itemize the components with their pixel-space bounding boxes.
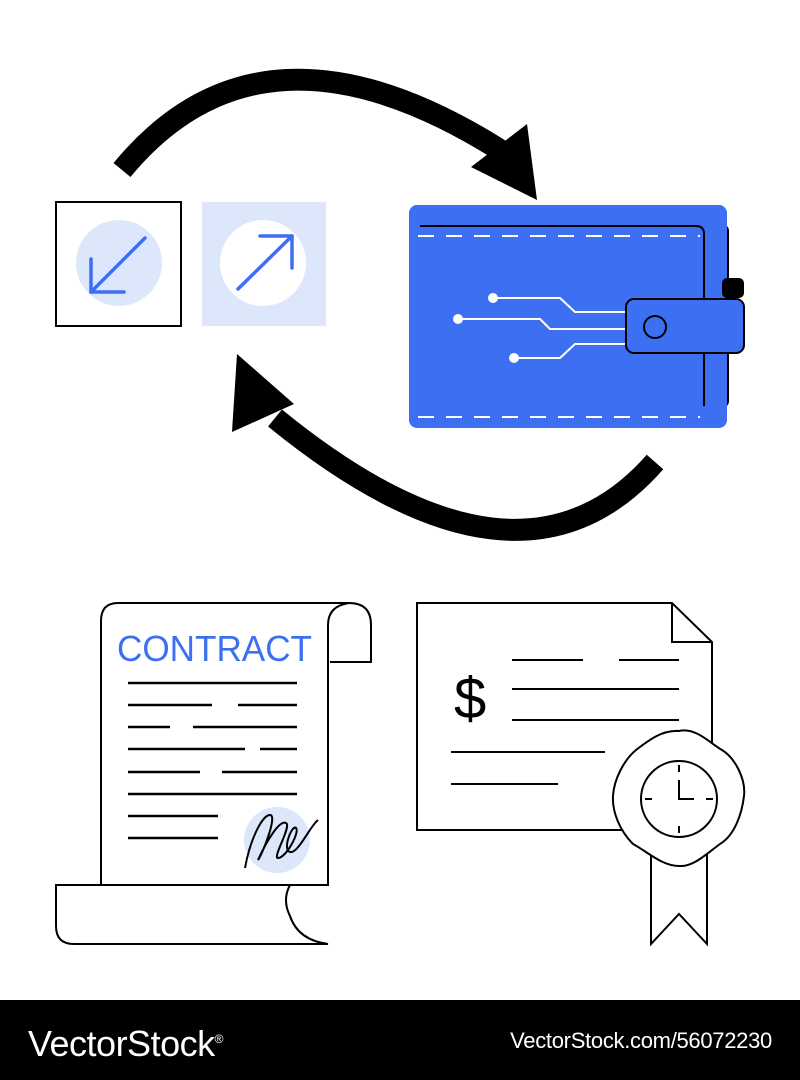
- invoice-fold: [671, 603, 712, 643]
- registered-mark: ®: [214, 1032, 224, 1046]
- digital-wallet-icon: [409, 205, 745, 428]
- illustration: CONTRACT $: [55, 68, 746, 947]
- wallet-clasp: [625, 298, 745, 354]
- scroll-top-curl: [330, 602, 372, 663]
- wallet-body: [409, 205, 727, 428]
- circuit-lines: [458, 297, 628, 359]
- outbound-arrow-box: [202, 202, 326, 326]
- footer-bar: VectorStock® VectorStock.com/56072230: [0, 1000, 800, 1080]
- contract-title: CONTRACT: [117, 628, 312, 669]
- scroll-bottom-curl: [55, 884, 329, 945]
- cycle-arc-bottom: [268, 409, 664, 541]
- image-id-label: VectorStock.com/56072230: [510, 1028, 772, 1053]
- clock-hands: [678, 780, 694, 800]
- contract-text-lines: [128, 681, 297, 840]
- wallet-button: [643, 315, 667, 339]
- clock-ticks: [645, 765, 713, 833]
- clock-badge-icon: [611, 729, 746, 947]
- arrow-up-right-icon: [236, 234, 294, 291]
- invoice-text-lines: [451, 659, 679, 785]
- cycle-arrowhead-bottom: [232, 354, 294, 432]
- signature-icon: [244, 807, 319, 873]
- vectorstock-logo[interactable]: VectorStock®: [28, 1018, 223, 1065]
- wallet-clasp-back: [722, 278, 744, 298]
- arrow-down-left-icon: [89, 236, 147, 294]
- cycle-arc-top: [113, 68, 506, 177]
- inbound-arrow-box: [55, 201, 182, 327]
- cycle-arrowhead-top: [471, 124, 537, 200]
- cycle-arrow-icon: [113, 68, 664, 541]
- currency-symbol: $: [454, 666, 486, 731]
- wallet-edge: [420, 225, 705, 406]
- brand-name: VectorStock: [28, 1023, 215, 1064]
